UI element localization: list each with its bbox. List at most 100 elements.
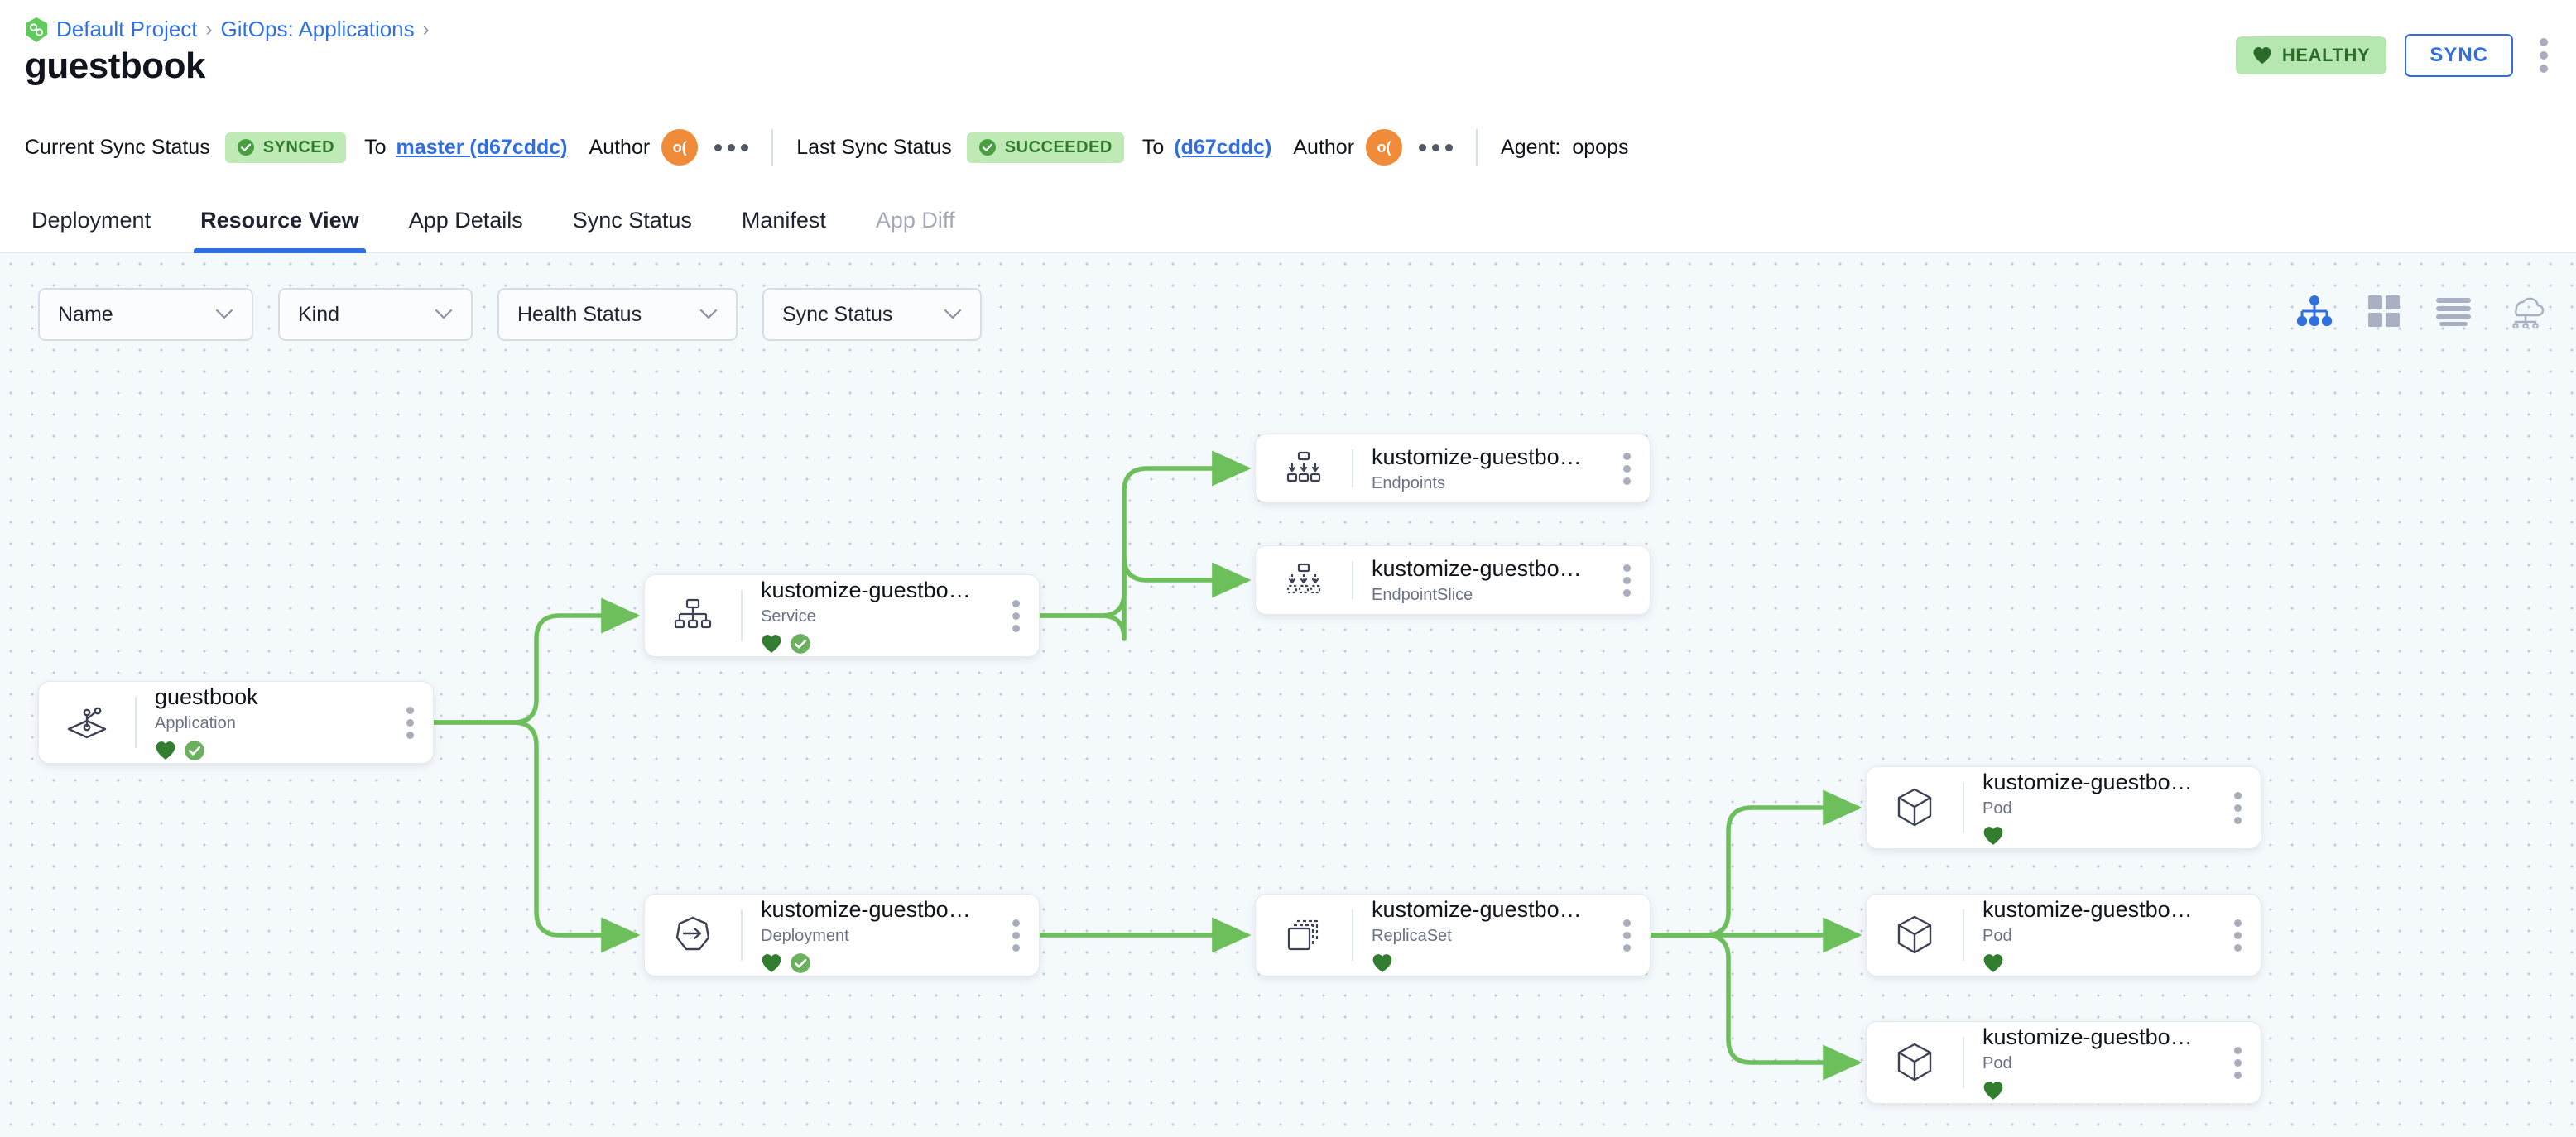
heart-icon: [1983, 1082, 2003, 1101]
node-badges: [1982, 952, 2201, 974]
health-status-badge: HEALTHY: [2235, 36, 2387, 74]
network-cloud-view-icon[interactable]: [2506, 295, 2545, 328]
breadcrumb-separator: ›: [205, 17, 213, 41]
tab-sync-status[interactable]: Sync Status: [572, 207, 692, 233]
node-overflow-menu-icon[interactable]: [2214, 919, 2261, 952]
heart-icon: [1983, 827, 2003, 846]
sync-button[interactable]: SYNC: [2405, 34, 2513, 77]
filter-name-label: Name: [58, 302, 113, 326]
node-overflow-menu-icon[interactable]: [1603, 919, 1650, 952]
last-revision-link[interactable]: (d67cddc): [1174, 135, 1272, 159]
last-sync-overflow-icon[interactable]: [1419, 143, 1454, 151]
breadcrumb-separator: ›: [422, 17, 430, 41]
node-title: kustomize-guestbook-ui: [1372, 444, 1590, 469]
breadcrumb-link-gitops-applications[interactable]: GitOps: Applications: [220, 17, 415, 41]
node-badges: [1982, 825, 2201, 847]
page-header: Default Project › GitOps: Applications ›…: [0, 0, 2576, 253]
filter-kind-dropdown[interactable]: Kind: [278, 288, 473, 341]
graph-node-endpoints[interactable]: kustomize-guestbook-ui Endpoints: [1255, 434, 1651, 503]
node-overflow-menu-icon[interactable]: [992, 919, 1039, 952]
page-title: guestbook: [25, 46, 205, 86]
graph-node-replicaset[interactable]: kustomize-guestbook-ui-… ReplicaSet: [1255, 894, 1651, 976]
node-badges: [761, 952, 979, 974]
node-overflow-menu-icon[interactable]: [387, 706, 433, 739]
health-status-label: HEALTHY: [2281, 45, 2371, 65]
tree-view-icon[interactable]: [2296, 295, 2333, 328]
chevron-down-icon: [944, 309, 962, 319]
filter-sync-status-dropdown[interactable]: Sync Status: [762, 288, 982, 341]
node-overflow-menu-icon[interactable]: [1603, 452, 1650, 485]
view-mode-switcher: [2296, 295, 2545, 328]
node-kind: ReplicaSet: [1372, 927, 1452, 946]
graph-node-endpointslice[interactable]: kustomize-guestbook-ui-… EndpointSlice: [1255, 545, 1651, 615]
graph-node-pod[interactable]: kustomize-guestbook-ui-… Pod: [1866, 894, 2261, 976]
pod-icon: [1867, 1042, 1963, 1083]
divider: [771, 129, 774, 166]
endpoints-icon: [1256, 450, 1352, 487]
divider: [741, 590, 743, 641]
node-overflow-menu-icon[interactable]: [1603, 564, 1650, 597]
list-view-icon[interactable]: [2435, 296, 2472, 326]
graph-node-pod[interactable]: kustomize-guestbook-ui-… Pod: [1866, 1021, 2261, 1104]
divider: [1963, 782, 1964, 833]
breadcrumb-link-default-project[interactable]: Default Project: [56, 17, 198, 41]
graph-node-service[interactable]: kustomize-guestbook-ui Service: [644, 574, 1040, 657]
last-author-label: Author: [1293, 135, 1355, 159]
divider: [1352, 449, 1353, 487]
current-revision-link[interactable]: master (d67cddc): [396, 135, 568, 159]
replicaset-icon: [1256, 916, 1352, 954]
heart-icon: [2253, 47, 2271, 64]
application-icon: [39, 702, 135, 743]
kebab-vertical-icon[interactable]: [2531, 33, 2556, 78]
check-circle-icon: [978, 139, 996, 156]
graph-node-application[interactable]: guestbook Application: [38, 681, 434, 764]
node-title: kustomize-guestbook-ui-…: [1372, 896, 1590, 922]
divider: [1963, 1037, 1964, 1088]
filter-sync-status-label: Sync Status: [782, 302, 893, 326]
last-sync-to-label: To: [1141, 135, 1165, 159]
tab-app-diff: App Diff: [875, 207, 955, 233]
node-body: kustomize-guestbook-ui-… Pod: [1964, 1024, 2214, 1102]
heart-icon: [1983, 954, 2003, 973]
check-circle-icon: [185, 741, 204, 761]
tab-resource-view[interactable]: Resource View: [175, 189, 384, 253]
graph-node-deployment[interactable]: kustomize-guestbook-ui Deployment: [644, 894, 1040, 976]
resource-graph-canvas[interactable]: Name Kind Health Status Sync Status: [0, 253, 2576, 1137]
node-overflow-menu-icon[interactable]: [2214, 1046, 2261, 1079]
node-title: kustomize-guestbook-ui: [761, 896, 979, 922]
divider: [1352, 909, 1353, 961]
sync-status-strip: Current Sync Status SYNCED To master (d6…: [0, 122, 1628, 172]
node-badges: [1372, 952, 1590, 974]
node-title: kustomize-guestbook-ui-…: [1982, 1024, 2201, 1049]
node-kind: Pod: [1982, 1054, 2012, 1073]
avatar: o(: [661, 129, 699, 166]
current-author-label: Author: [589, 135, 651, 159]
node-kind: EndpointSlice: [1372, 586, 1473, 605]
tab-manifest[interactable]: Manifest: [741, 207, 826, 233]
filter-kind-label: Kind: [298, 302, 340, 326]
current-sync-status-value: SYNCED: [262, 137, 335, 156]
node-body: kustomize-guestbook-ui-… ReplicaSet: [1353, 896, 1603, 975]
service-icon: [645, 597, 741, 634]
agent-value: opops: [1572, 135, 1629, 159]
node-overflow-menu-icon[interactable]: [992, 599, 1039, 632]
last-sync-status-label: Last Sync Status: [796, 135, 952, 159]
heart-icon: [156, 741, 175, 760]
node-title: kustomize-guestbook-ui-…: [1982, 896, 2201, 922]
tab-app-details[interactable]: App Details: [408, 207, 523, 233]
endpointslice-icon: [1256, 562, 1352, 598]
header-actions: HEALTHY SYNC: [2235, 33, 2556, 78]
filter-name-dropdown[interactable]: Name: [38, 288, 253, 341]
node-overflow-menu-icon[interactable]: [2214, 791, 2261, 824]
node-body: kustomize-guestbook-ui Service: [743, 577, 992, 655]
divider: [1476, 129, 1478, 166]
graph-node-pod[interactable]: kustomize-guestbook-ui-… Pod: [1866, 766, 2261, 849]
node-title: kustomize-guestbook-ui-…: [1982, 769, 2201, 794]
current-sync-overflow-icon[interactable]: [714, 143, 749, 151]
divider: [1352, 561, 1353, 599]
filter-health-status-dropdown[interactable]: Health Status: [497, 288, 738, 341]
chevron-down-icon: [699, 309, 718, 319]
tab-deployment[interactable]: Deployment: [31, 207, 151, 233]
grid-view-icon[interactable]: [2367, 295, 2401, 328]
node-body: kustomize-guestbook-ui-… EndpointSlice: [1353, 555, 1603, 606]
